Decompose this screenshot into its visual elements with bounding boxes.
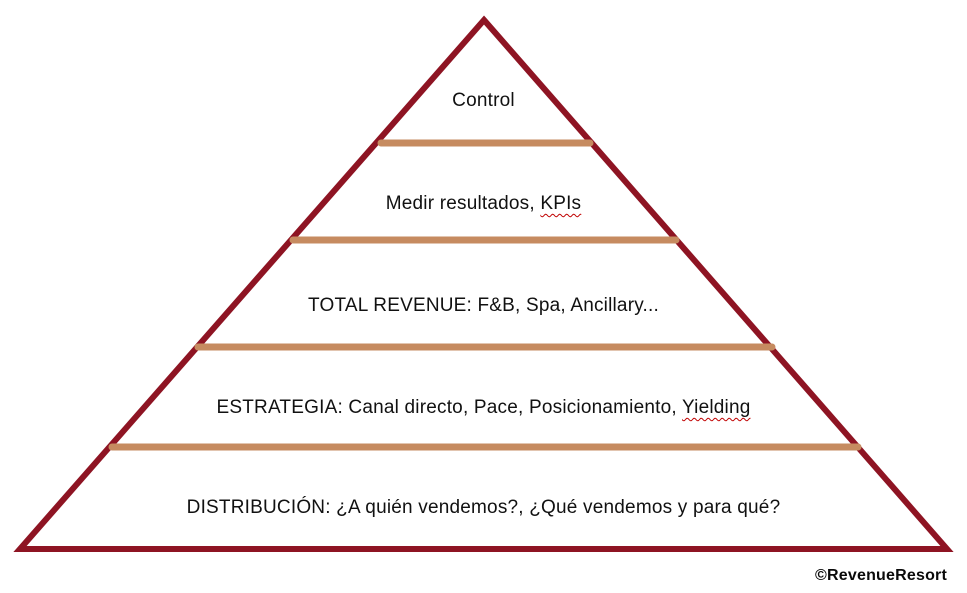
level-text-flagged: Yielding <box>682 397 751 418</box>
pyramid-outline <box>13 15 954 552</box>
pyramid-level-control: Control <box>0 89 967 113</box>
level-text: TOTAL REVENUE: F&B, Spa, Ancillary... <box>308 295 659 316</box>
pyramid-level-medir-resultados: Medir resultados, KPIs <box>0 192 967 216</box>
level-text: ESTRATEGIA: Canal directo, Pace, Posicio… <box>216 397 682 418</box>
copyright-watermark: ©RevenueResort <box>815 567 947 584</box>
pyramid-level-total-revenue: TOTAL REVENUE: F&B, Spa, Ancillary... <box>0 294 967 318</box>
pyramid-level-distribucion: DISTRIBUCIÓN: ¿A quién vendemos?, ¿Qué v… <box>0 496 967 520</box>
level-text: Medir resultados, <box>385 193 541 214</box>
pyramid-level-estrategia: ESTRATEGIA: Canal directo, Pace, Posicio… <box>0 396 967 420</box>
level-text: DISTRIBUCIÓN: ¿A quién vendemos?, ¿Qué v… <box>186 497 781 518</box>
level-text-flagged: KPIs <box>540 193 582 214</box>
level-text: Control <box>452 90 515 111</box>
